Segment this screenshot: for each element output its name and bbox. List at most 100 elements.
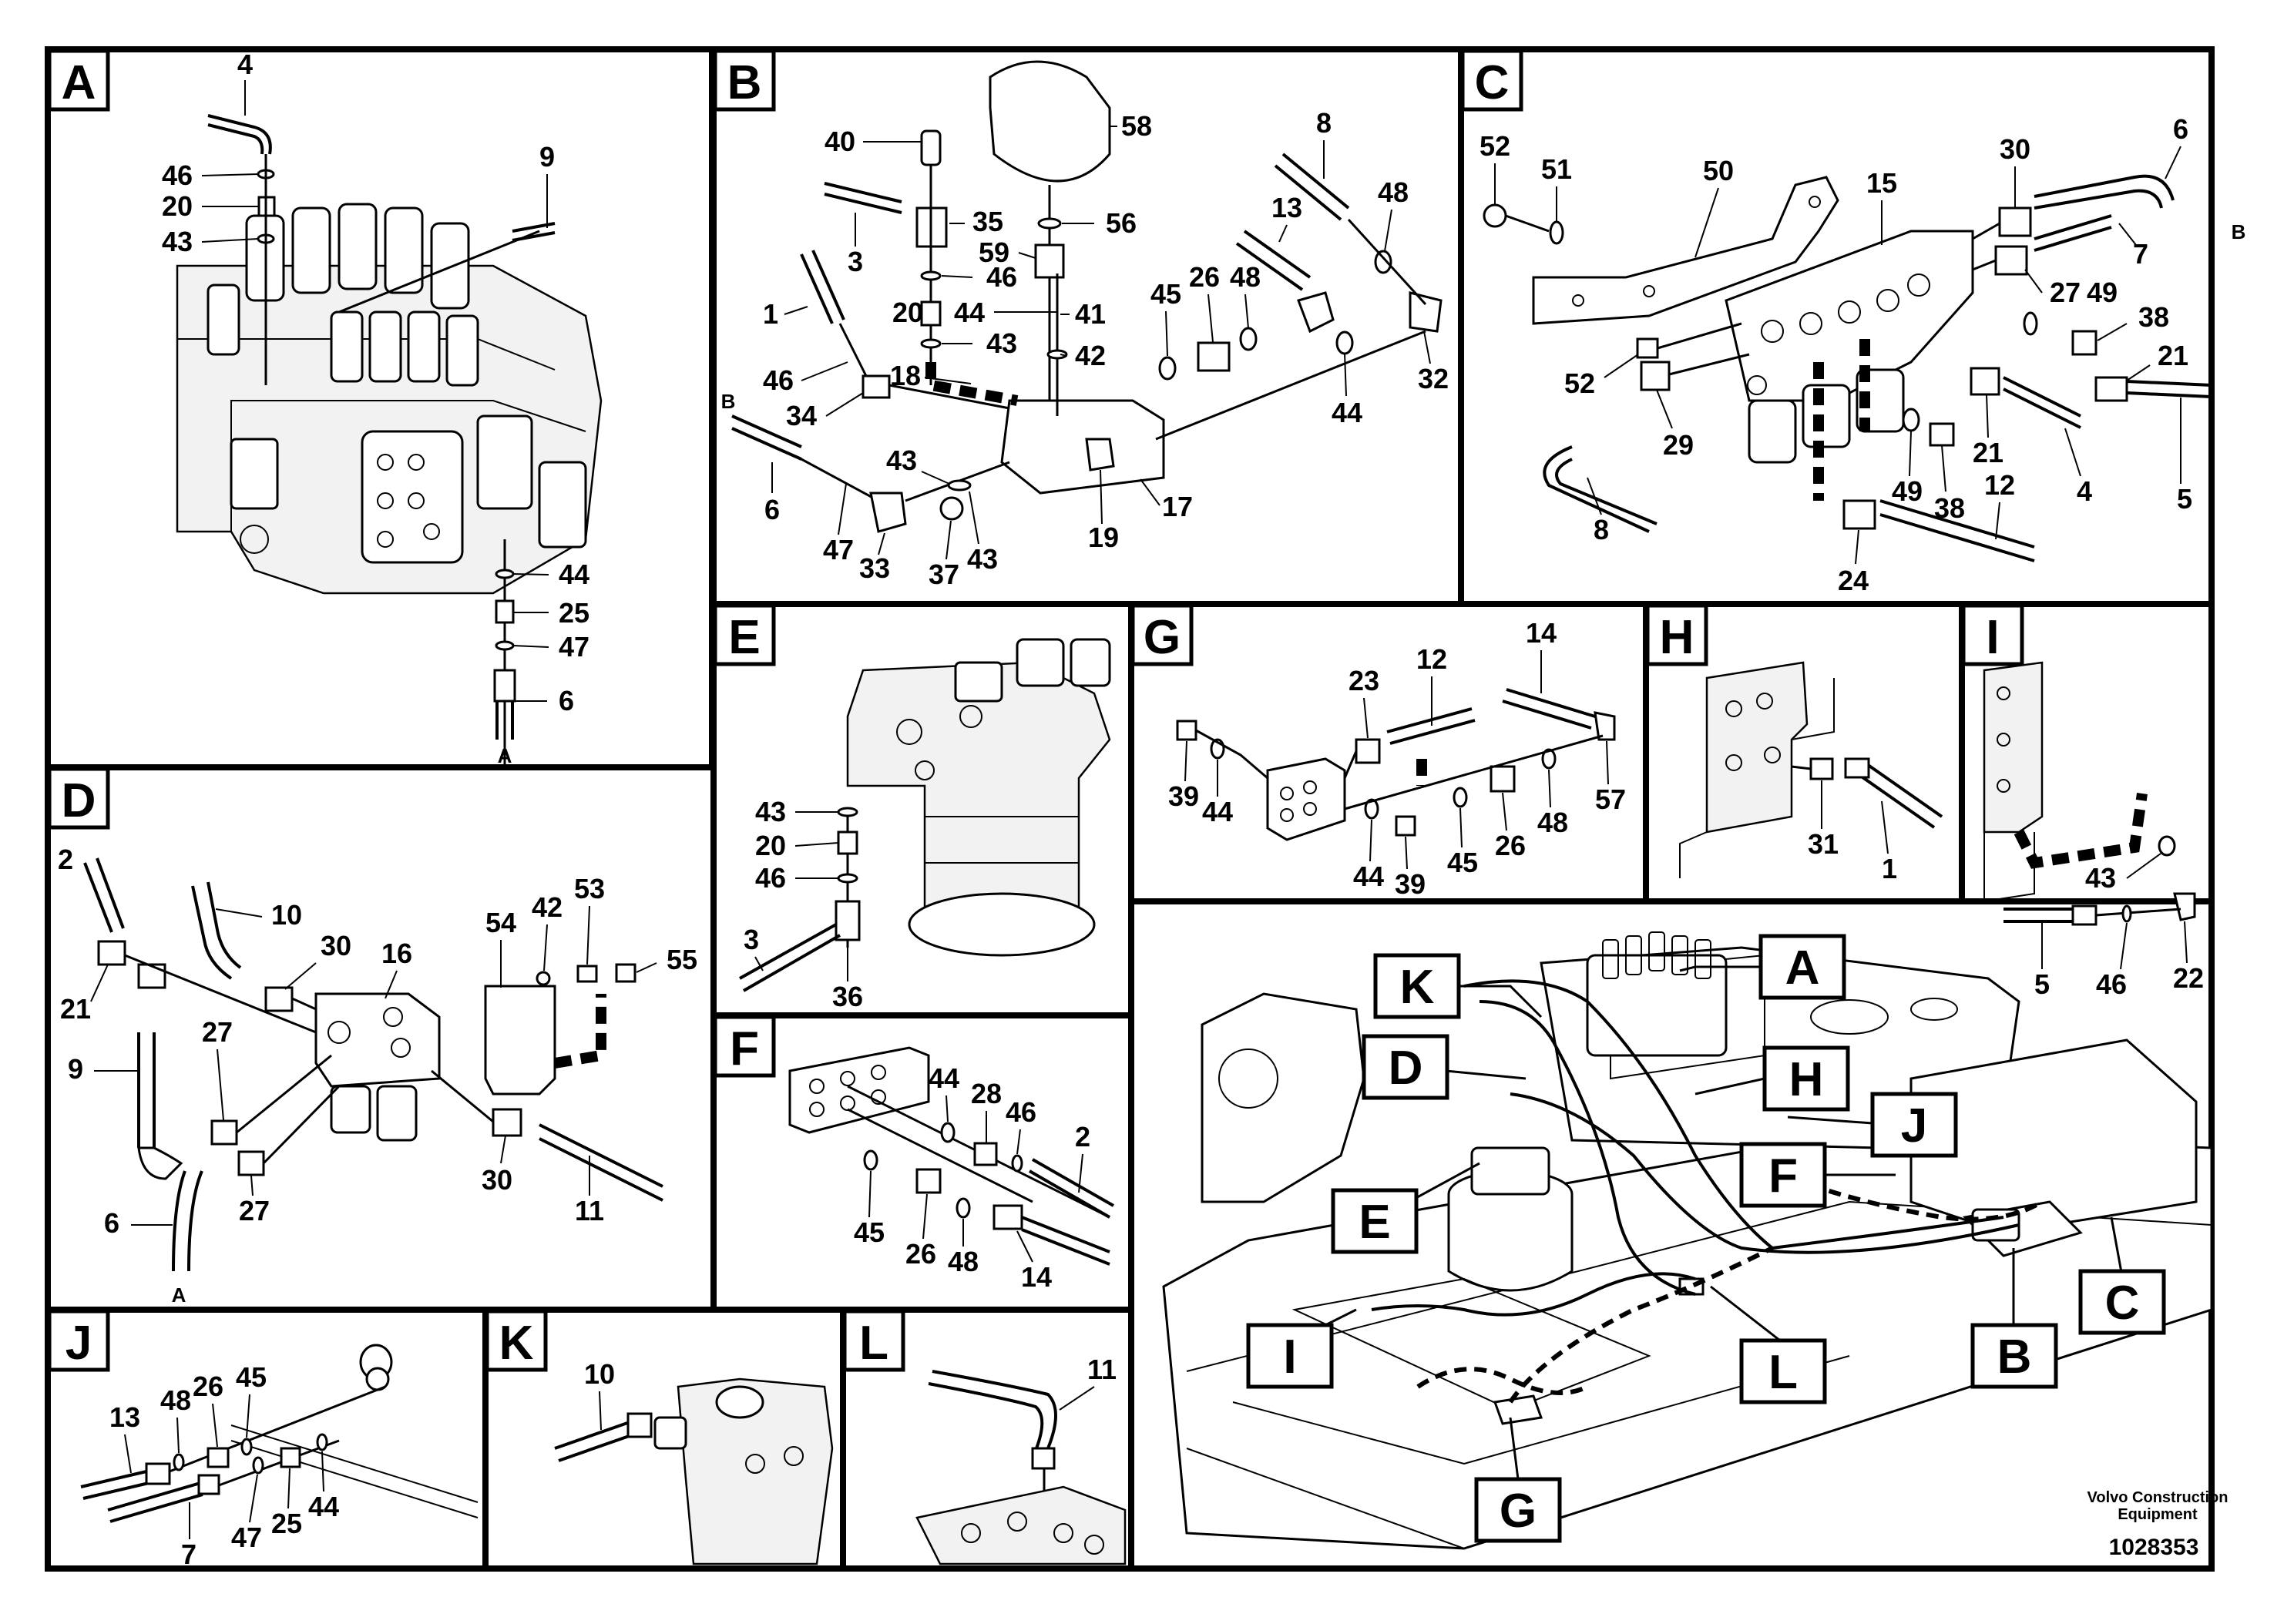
callout-30-d2: 30: [482, 1164, 512, 1196]
svg-text:G: G: [1500, 1485, 1537, 1538]
callout-7-j: 7: [181, 1538, 196, 1570]
hose-10-k: [554, 1420, 636, 1462]
callout-47-j: 47: [231, 1522, 262, 1553]
overview-tag-C[interactable]: C: [2078, 1269, 2166, 1335]
overview-tag-H[interactable]: H: [1762, 1045, 1850, 1112]
panel-tag-K: K: [485, 1309, 548, 1372]
callout-45-f: 45: [854, 1216, 885, 1248]
hose-8: [1274, 153, 1350, 221]
callout-36: 36: [832, 981, 863, 1012]
seal-56: [1037, 217, 1062, 230]
callout-2: 2: [58, 844, 73, 875]
overview-tag-J[interactable]: J: [1870, 1092, 1958, 1158]
callout-20-b: 20: [892, 297, 923, 328]
svg-text:D: D: [62, 774, 96, 827]
fitting-30: [1998, 206, 2032, 237]
callout-42: 42: [1075, 340, 1106, 371]
callout-25-j: 25: [271, 1508, 302, 1539]
callout-8-c: 8: [1594, 514, 1609, 545]
panel-B-drawing: 40 58 35 56 3 59 46 20 44 41 43 42 1 B 4…: [721, 60, 1449, 590]
panel-E-drawing: 43 20 46 3 36: [739, 638, 1111, 1012]
elbow-57: [1594, 711, 1616, 741]
callout-46-e: 46: [755, 862, 786, 894]
callout-26-g: 26: [1495, 830, 1526, 861]
callout-59: 59: [979, 237, 1009, 268]
callout-23: 23: [1349, 665, 1379, 696]
elbow-13-end: [1297, 291, 1335, 334]
callout-46-c: 46: [763, 364, 794, 396]
seal-48-f: [956, 1197, 971, 1219]
callout-45-g: 45: [1447, 847, 1478, 878]
svg-text:I: I: [1986, 611, 1999, 664]
callout-48: 48: [1378, 176, 1409, 208]
valve-column-I: [1983, 661, 2044, 834]
route-dashed-2: [1416, 1367, 1589, 1395]
hose-9: [137, 1032, 156, 1148]
callout-41: 41: [1075, 298, 1106, 330]
panel-tag-A: A: [47, 49, 110, 112]
fitting-20-e: [837, 830, 858, 855]
hose-13-j: [80, 1470, 149, 1500]
callout-4: 4: [237, 49, 253, 80]
hose-1: [800, 250, 845, 324]
panel-K-drawing: 10: [554, 1358, 834, 1565]
hose-13: [1235, 230, 1312, 291]
callout-9-d: 9: [68, 1053, 83, 1085]
svg-text:J: J: [1901, 1099, 1927, 1153]
callout-30-d: 30: [321, 930, 351, 961]
fitting-26-g: [1490, 765, 1516, 793]
callout-48-j: 48: [160, 1384, 191, 1416]
overview-tag-D[interactable]: D: [1362, 1034, 1449, 1100]
plug-39: [1176, 720, 1197, 741]
callout-39-g: 39: [1395, 868, 1426, 900]
panel-tag-H: H: [1645, 603, 1708, 666]
callout-37: 37: [929, 559, 959, 590]
overview-tag-I[interactable]: I: [1246, 1323, 1334, 1389]
excavator-frame-illustration: [1162, 931, 2213, 1550]
elbow-9: [137, 1146, 183, 1180]
fitting-24: [1842, 499, 1876, 530]
hose-8-c: [1543, 445, 1658, 533]
overview-tag-G[interactable]: G: [1474, 1477, 1562, 1543]
callout-34: 34: [786, 400, 817, 431]
overview-tag-L[interactable]: L: [1739, 1338, 1827, 1404]
callout-5-i: 5: [2034, 968, 2050, 1000]
fitting-11-l: [1031, 1447, 1056, 1470]
callout-31: 31: [1808, 828, 1839, 860]
panel-tag-G: G: [1130, 603, 1194, 666]
seal-42: [1046, 349, 1068, 360]
callout-48-g: 48: [1537, 807, 1568, 838]
fitting-25-j: [280, 1447, 301, 1468]
callout-44-g: 44: [1202, 796, 1233, 827]
callout-25: 25: [559, 597, 589, 629]
callout-43: 43: [162, 226, 193, 257]
callout-13: 13: [1271, 192, 1302, 223]
hose-10: [191, 881, 242, 980]
elbow-22: [2173, 892, 2196, 921]
callout-26: 26: [1189, 261, 1220, 293]
overview-tag-B[interactable]: B: [1970, 1323, 2058, 1389]
callout-2-f: 2: [1075, 1121, 1090, 1153]
seal-45-f: [863, 1149, 878, 1171]
callout-45-j: 45: [236, 1361, 267, 1393]
panel-J-frame: [45, 1307, 489, 1572]
overview-tag-F[interactable]: F: [1739, 1142, 1827, 1208]
block-G: [1266, 757, 1346, 841]
callout-35: 35: [972, 206, 1003, 237]
callout-52: 52: [1480, 130, 1510, 162]
route-hose-2: [1479, 1000, 1696, 1296]
svg-text:H: H: [1789, 1053, 1824, 1106]
hose-14-f: [1021, 1216, 1110, 1266]
overview-tag-K[interactable]: K: [1373, 953, 1461, 1019]
overview-tag-E[interactable]: E: [1331, 1188, 1419, 1254]
svg-text:A: A: [62, 56, 96, 109]
hose-6-c: [2034, 174, 2175, 210]
seal-49: [2023, 311, 2038, 336]
control-valve-illustration: [176, 203, 603, 595]
callout-48-f: 48: [948, 1246, 979, 1277]
manufacturer-label-line1: Volvo Construction: [2087, 1489, 2229, 1506]
overview-tag-A[interactable]: A: [1758, 934, 1846, 1000]
hose-7-j: [107, 1481, 203, 1523]
seal-46-i: [2121, 904, 2132, 923]
washer-51: [1549, 220, 1564, 245]
